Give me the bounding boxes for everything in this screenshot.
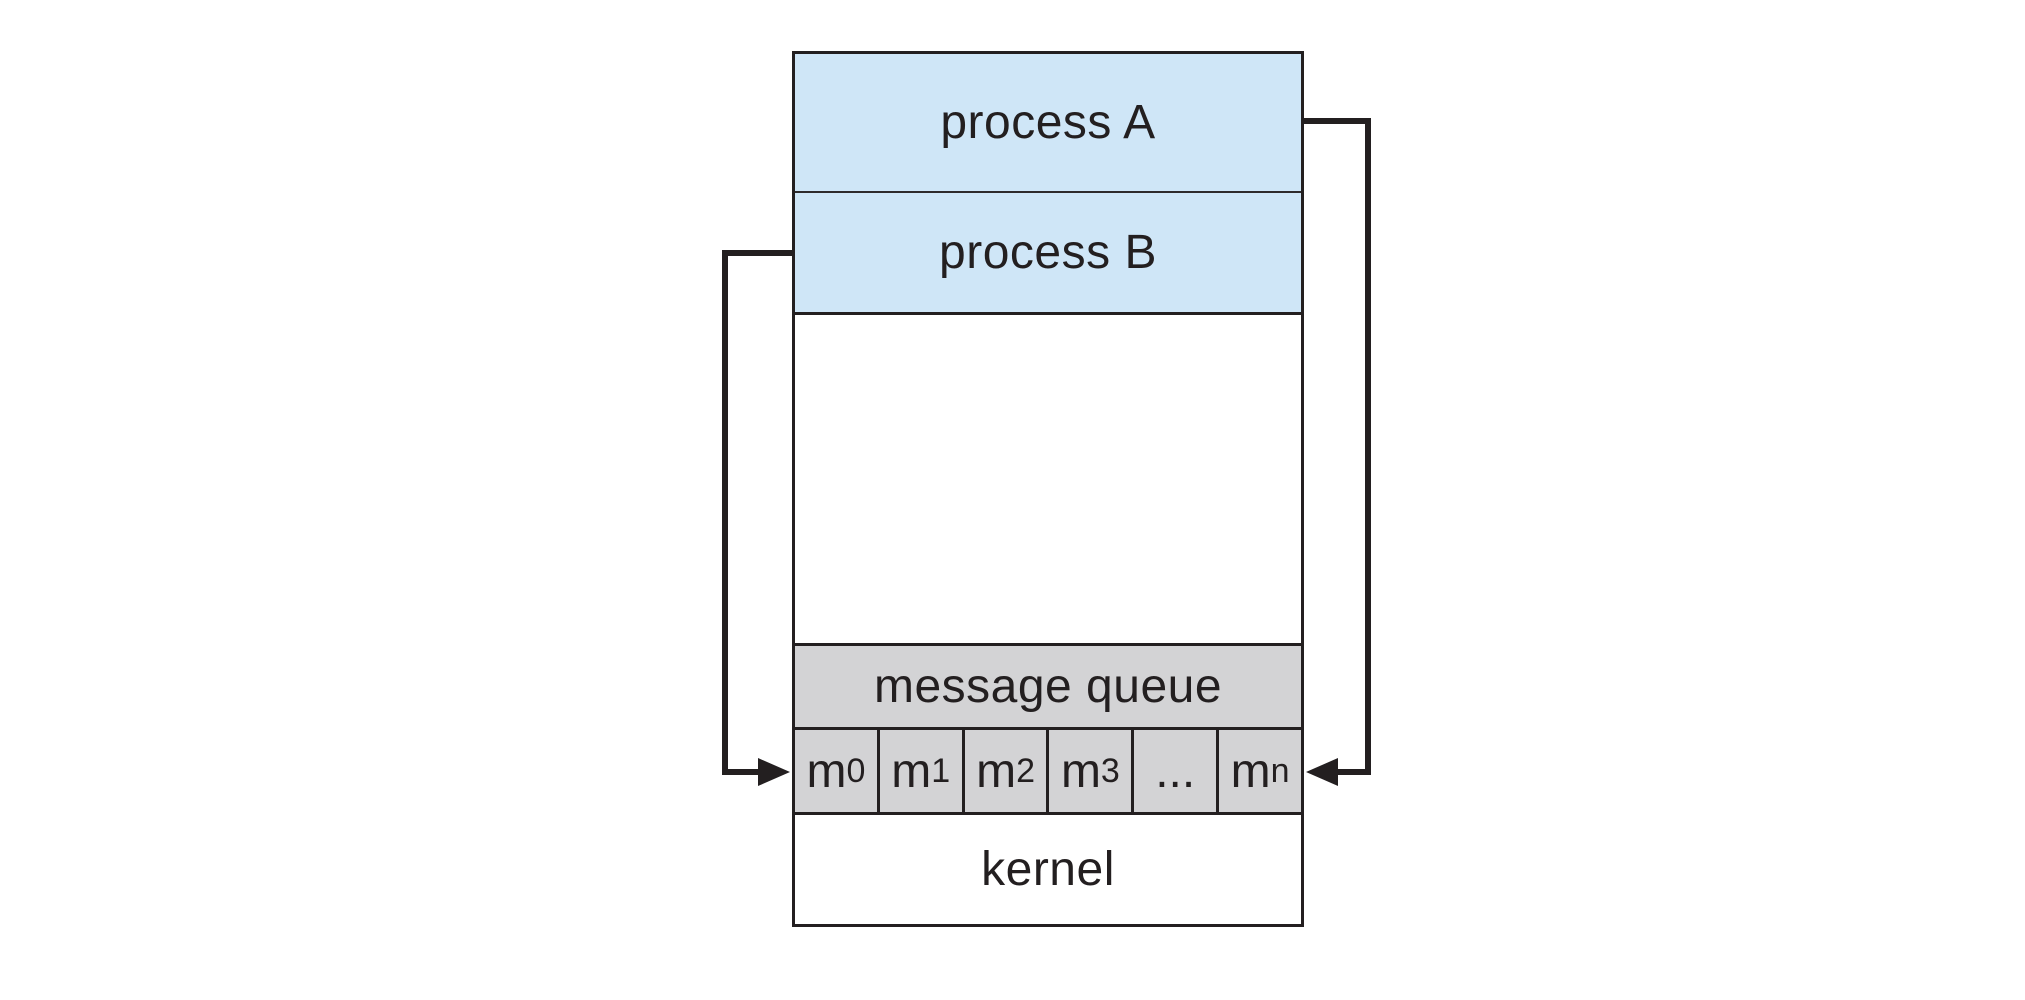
process-b-label: process B bbox=[939, 226, 1157, 279]
queue-cell-base: m bbox=[1230, 744, 1271, 798]
queue-cell-base: m bbox=[1060, 744, 1101, 798]
queue-cell-base: m bbox=[806, 744, 847, 798]
queue-cell-base: m bbox=[976, 744, 1017, 798]
process-b-box: process B bbox=[795, 193, 1301, 315]
process-a-box: process A bbox=[795, 54, 1301, 193]
arrow-process-a-line bbox=[1304, 118, 1371, 775]
kernel-label: kernel bbox=[981, 843, 1115, 896]
kernel-box: kernel bbox=[795, 815, 1301, 924]
arrow-process-b-line bbox=[722, 250, 792, 775]
process-a-label: process A bbox=[940, 96, 1156, 149]
arrow-process-b-head bbox=[758, 758, 790, 786]
message-queue-box: message queue bbox=[795, 646, 1301, 730]
message-queue-label: message queue bbox=[873, 660, 1223, 713]
queue-cell-base: ... bbox=[1155, 744, 1196, 798]
queue-cell-base: m bbox=[891, 744, 932, 798]
empty-region bbox=[795, 315, 1301, 646]
queue-cell-ellipsis: ... bbox=[1134, 730, 1220, 812]
arrow-process-a-head bbox=[1306, 758, 1338, 786]
